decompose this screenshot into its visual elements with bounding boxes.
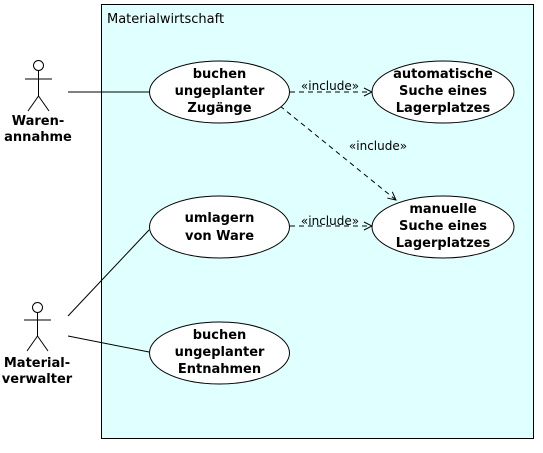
actor-label: annahme: [4, 130, 72, 145]
use-case-umlagern[interactable]: umlagern von Ware: [149, 195, 290, 259]
use-case-label: Lagerplatzes: [396, 101, 491, 116]
use-case-label: ungeplanter: [175, 345, 265, 360]
use-case-label: manuelle: [409, 202, 477, 217]
stick-figure-icon: [25, 60, 52, 112]
use-case-label: Suche eines: [399, 84, 487, 99]
include-label-2: «include»: [349, 139, 407, 153]
use-case-label: ungeplanter: [175, 84, 265, 99]
use-case-buchen-entnahmen[interactable]: buchen ungeplanter Entnahmen: [149, 321, 290, 385]
use-case-label: automatische: [393, 67, 493, 82]
system-title: Materialwirtschaft: [107, 12, 224, 27]
use-case-label: Lagerplatzes: [396, 236, 491, 251]
actor-materialverwalter[interactable]: Material- verwalter: [2, 302, 73, 388]
use-case-manuelle-suche[interactable]: manuelle Suche eines Lagerplatzes: [371, 195, 515, 259]
actor-label: Waren-: [12, 114, 65, 129]
use-case-label: Suche eines: [399, 219, 487, 234]
use-case-label: von Ware: [185, 229, 254, 244]
actor-label: Material-: [4, 356, 70, 371]
use-case-label: Entnahmen: [178, 362, 261, 377]
use-case-automatische-suche[interactable]: automatische Suche eines Lagerplatzes: [371, 60, 515, 124]
use-case-label: buchen: [193, 328, 247, 343]
actor-label: verwalter: [2, 372, 73, 387]
stick-figure-icon: [24, 302, 51, 352]
use-case-label: buchen: [193, 67, 247, 82]
include-label-1: «include»: [301, 79, 359, 93]
use-case-label: umlagern: [185, 211, 255, 226]
use-case-label: Zugänge: [187, 101, 251, 116]
use-case-buchen-zugaenge[interactable]: buchen ungeplanter Zugänge: [149, 60, 290, 124]
include-label-3: «include»: [301, 214, 359, 228]
actor-warenannahme[interactable]: Waren- annahme: [4, 60, 72, 146]
include-arrow-zugaenge-manuell: [279, 105, 396, 200]
association-materialverwalter-buchen-entnahmen: [67, 335, 150, 353]
association-materialverwalter-umlagern: [67, 229, 150, 317]
